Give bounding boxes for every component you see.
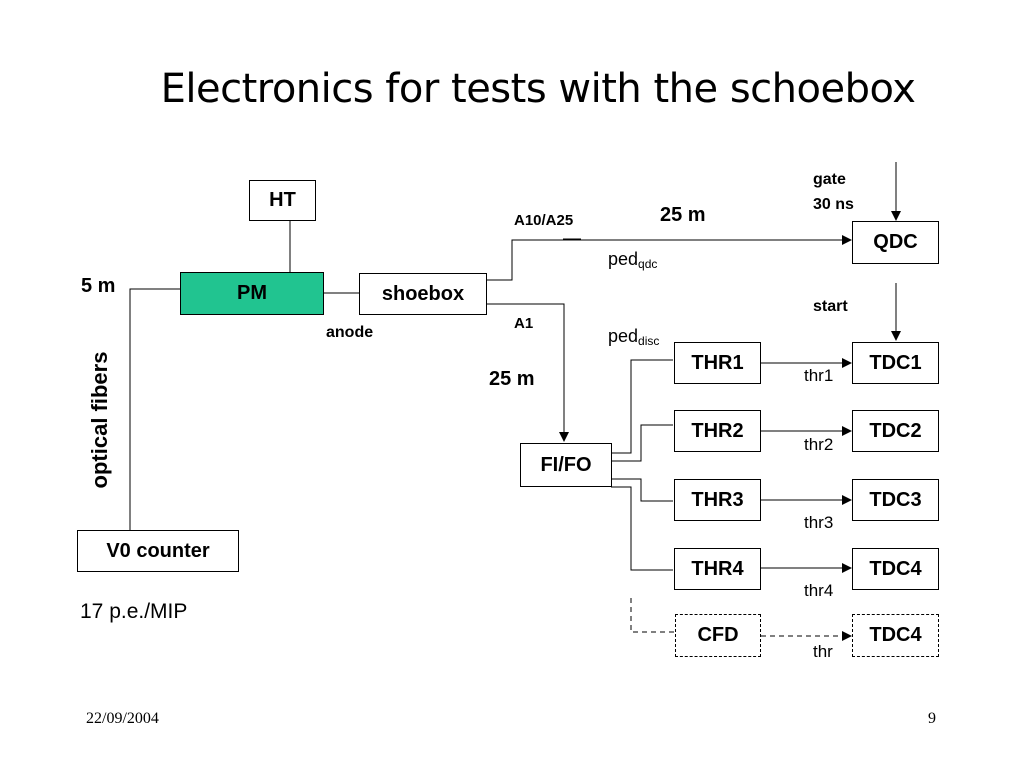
tdc3-box: TDC3 [852, 479, 939, 521]
a1-label: A1 [514, 315, 534, 332]
thr3-box: THR3 [674, 479, 761, 521]
cable-qdc-label: 25 m [660, 204, 706, 226]
thr1-label: thr1 [804, 366, 834, 385]
slide-title: Electronics for tests with the schoebox [160, 66, 916, 112]
qdc-box: QDC [852, 221, 939, 264]
footer-date: 22/09/2004 [86, 710, 159, 727]
tdc4-box: TDC4 [852, 548, 939, 590]
ht-box: HT [249, 180, 316, 221]
anode-label: anode [326, 324, 374, 341]
cable-fifo-label: 25 m [489, 368, 535, 390]
ped-qdc-text: ped [608, 249, 639, 269]
ped-disc-subscript: disc [638, 334, 660, 348]
tdc1-box: TDC1 [852, 342, 939, 384]
thr4-box: THR4 [674, 548, 761, 590]
ped-qdc-label: pedqdc [608, 249, 657, 271]
thr1-box: THR1 [674, 342, 761, 384]
tdc4-cfd-box: TDC4 [852, 614, 939, 657]
a10-a25-label: A10/A25 [514, 212, 574, 229]
cable-fiber-label: 5 m [81, 275, 116, 297]
ped-disc-label: peddisc [608, 326, 659, 348]
fifo-box: FI/FO [520, 443, 612, 487]
wire-fifo-thr3 [611, 478, 673, 502]
ped-qdc-subscript: qdc [638, 257, 658, 271]
gate-width-label: 30 ns [813, 196, 854, 213]
start-label: start [813, 298, 848, 315]
shoebox-box: shoebox [359, 273, 487, 315]
wire-shoebox-fifo [486, 303, 569, 442]
wire-shoebox-qdc [486, 235, 852, 281]
thr-label: thr [813, 642, 833, 661]
thr3-label: thr3 [804, 513, 834, 532]
pm-box: PM [180, 272, 324, 315]
pe-mip-label: 17 p.e./MIP [80, 600, 188, 623]
wire-fifo-thr4 [611, 486, 673, 571]
page-number: 9 [928, 710, 936, 727]
thr2-label: thr2 [804, 435, 834, 454]
ped-disc-text: ped [608, 326, 639, 346]
thr4-label: thr4 [804, 581, 834, 600]
wire-fiber [129, 288, 180, 530]
wire-fifo-thr2 [611, 424, 673, 462]
thr2-box: THR2 [674, 410, 761, 452]
wire-fifo-thr1 [611, 359, 673, 454]
v0-counter-box: V0 counter [77, 530, 239, 572]
wire-fifo-cfd [630, 598, 675, 633]
optical-fibers-label: optical fibers [87, 351, 112, 489]
tdc2-box: TDC2 [852, 410, 939, 452]
cfd-box: CFD [675, 614, 761, 657]
gate-label: gate [813, 171, 846, 188]
